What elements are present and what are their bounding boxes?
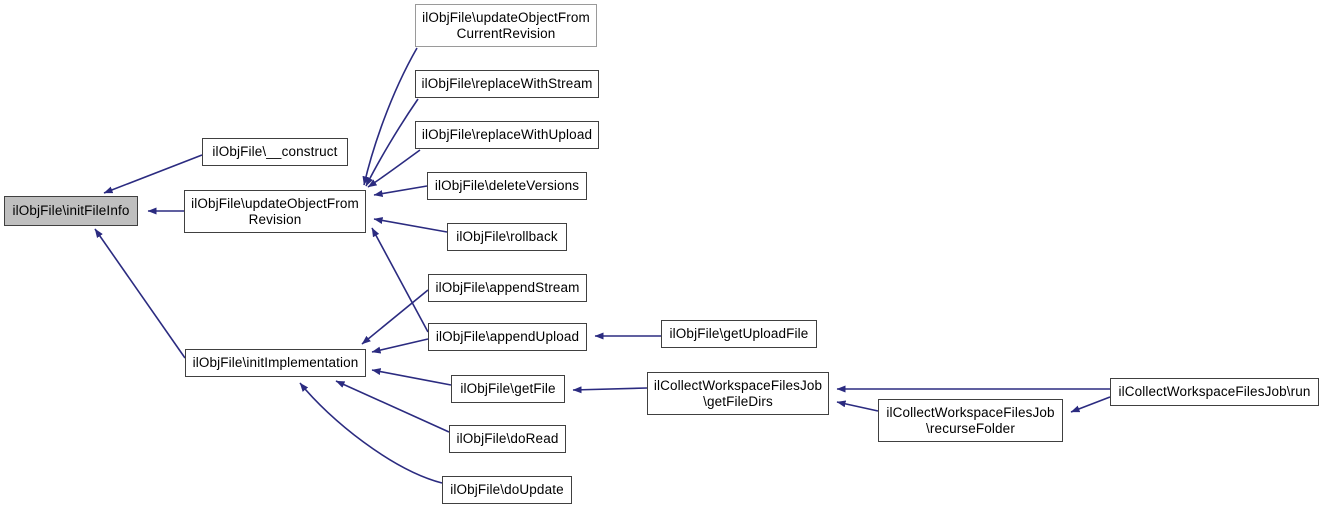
graph-node-run[interactable]: ilCollectWorkspaceFilesJob\run: [1110, 378, 1319, 406]
graph-node-label-doRead: ilObjFile\doRead: [456, 431, 559, 447]
graph-node-appendUpload[interactable]: ilObjFile\appendUpload: [428, 323, 587, 351]
graph-node-deleteVersions[interactable]: ilObjFile\deleteVersions: [427, 172, 587, 200]
graph-node-construct[interactable]: ilObjFile\__construct: [202, 138, 348, 166]
graph-edge-run-to-recurseFolder: [1070, 396, 1111, 413]
graph-edge-getFile-to-initImplementation: [371, 368, 452, 386]
graph-node-label-replaceWithStream: ilObjFile\replaceWithStream: [421, 76, 593, 92]
graph-edge-replaceWithUpload-to-updateObjectFromRevision: [367, 149, 421, 188]
graph-node-label-deleteVersions: ilObjFile\deleteVersions: [434, 178, 580, 194]
graph-edge-doRead-to-initImplementation: [335, 380, 450, 433]
graph-node-label-doUpdate: ilObjFile\doUpdate: [450, 482, 564, 498]
graph-node-label-initImplementation: ilObjFile\initImplementation: [192, 355, 359, 371]
graph-edge-rollback-to-updateObjectFromRevision: [373, 217, 448, 233]
graph-node-appendStream[interactable]: ilObjFile\appendStream: [428, 274, 587, 302]
graph-node-getFileDirs[interactable]: ilCollectWorkspaceFilesJob \getFileDirs: [647, 372, 829, 415]
graph-edge-updateObjectFromCurrentRevision-to-updateObjectFromRevision: [362, 47, 418, 186]
graph-node-label-run: ilCollectWorkspaceFilesJob\run: [1118, 384, 1311, 400]
graph-node-label-rollback: ilObjFile\rollback: [456, 229, 558, 245]
graph-node-label-getFileDirs: ilCollectWorkspaceFilesJob \getFileDirs: [653, 378, 823, 409]
graph-node-initImplementation[interactable]: ilObjFile\initImplementation: [185, 349, 366, 377]
graph-edge-appendStream-to-initImplementation: [361, 289, 429, 345]
graph-node-label-initFileInfo: ilObjFile\initFileInfo: [12, 203, 130, 219]
graph-node-recurseFolder[interactable]: ilCollectWorkspaceFilesJob \recurseFolde…: [878, 399, 1063, 442]
graph-node-label-construct: ilObjFile\__construct: [212, 144, 338, 160]
graph-edge-recurseFolder-to-getFileDirs: [836, 400, 879, 412]
graph-node-updateObjectFromCurrentRevision[interactable]: ilObjFile\updateObjectFrom CurrentRevisi…: [415, 4, 597, 47]
graph-edge-doUpdate-to-initImplementation: [299, 382, 443, 484]
graph-edge-deleteVersions-to-updateObjectFromRevision: [373, 185, 428, 198]
graph-node-getUploadFile[interactable]: ilObjFile\getUploadFile: [661, 320, 817, 348]
graph-node-replaceWithUpload[interactable]: ilObjFile\replaceWithUpload: [415, 121, 599, 149]
graph-edge-appendUpload-to-initImplementation: [371, 338, 429, 354]
graph-node-label-appendStream: ilObjFile\appendStream: [435, 280, 580, 296]
graph-node-doRead[interactable]: ilObjFile\doRead: [449, 425, 566, 453]
graph-edge-getFileDirs-to-getFile: [572, 386, 648, 394]
graph-node-label-appendUpload: ilObjFile\appendUpload: [435, 329, 580, 345]
graph-node-rollback[interactable]: ilObjFile\rollback: [447, 223, 567, 251]
graph-node-updateObjectFromRevision[interactable]: ilObjFile\updateObjectFrom Revision: [184, 190, 366, 233]
graph-node-label-getUploadFile: ilObjFile\getUploadFile: [669, 326, 809, 342]
graph-edge-appendUpload-to-updateObjectFromRevision: [371, 227, 429, 333]
graph-edge-initImplementation-to-initFileInfo: [94, 228, 186, 359]
graph-node-initFileInfo[interactable]: ilObjFile\initFileInfo: [4, 196, 138, 226]
graph-node-getFile[interactable]: ilObjFile\getFile: [451, 375, 565, 403]
graph-node-replaceWithStream[interactable]: ilObjFile\replaceWithStream: [415, 70, 599, 98]
graph-edge-construct-to-initFileInfo: [103, 154, 203, 194]
graph-node-doUpdate[interactable]: ilObjFile\doUpdate: [442, 476, 572, 504]
graph-node-label-getFile: ilObjFile\getFile: [460, 381, 556, 397]
graph-node-label-updateObjectFromRevision: ilObjFile\updateObjectFrom Revision: [191, 196, 359, 227]
graph-edge-replaceWithStream-to-updateObjectFromRevision: [365, 98, 419, 187]
graph-node-label-updateObjectFromCurrentRevision: ilObjFile\updateObjectFrom CurrentRevisi…: [422, 10, 590, 41]
graph-node-label-recurseFolder: ilCollectWorkspaceFilesJob \recurseFolde…: [886, 405, 1055, 436]
graph-node-label-replaceWithUpload: ilObjFile\replaceWithUpload: [421, 127, 593, 143]
